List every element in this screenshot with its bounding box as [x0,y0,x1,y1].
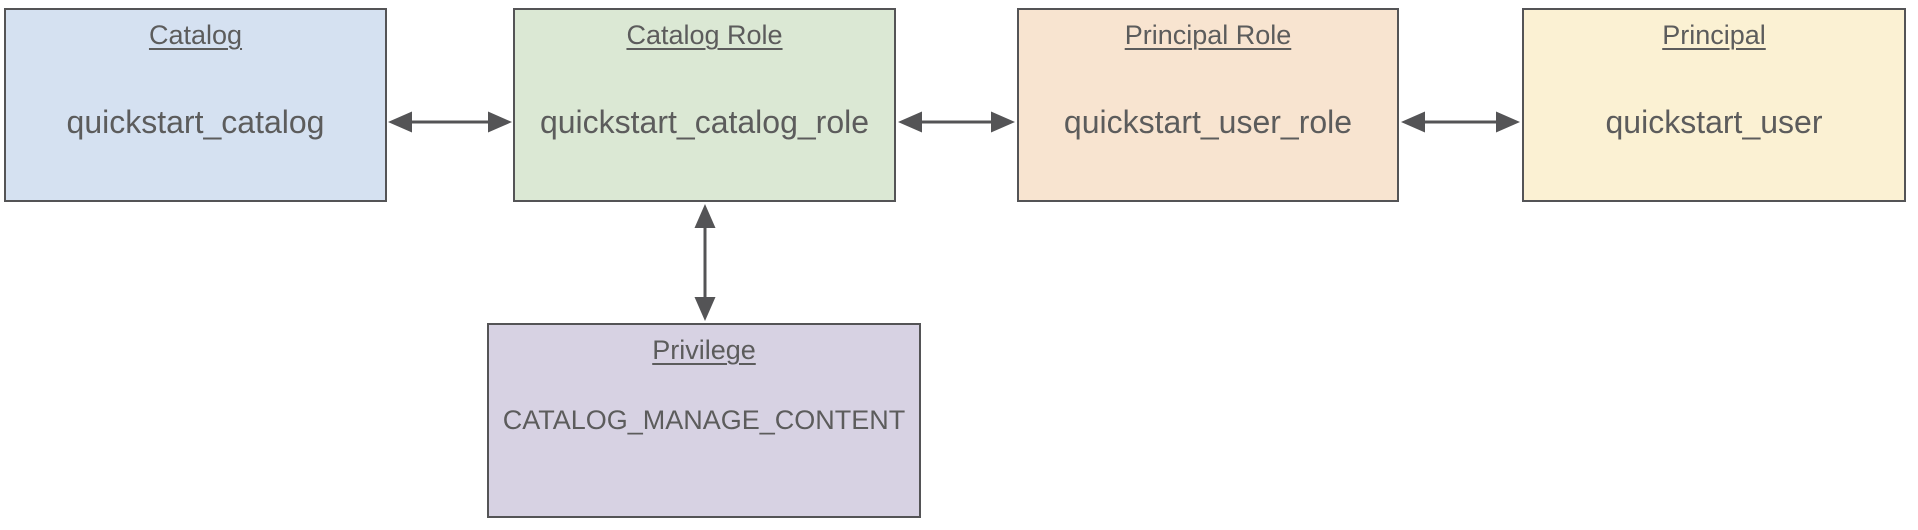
catalog-role-title: Catalog Role [626,20,783,50]
arrowhead-right [991,111,1015,133]
arrowhead-left [388,111,412,133]
node-principal-role: Principal Role quickstart_user_role [1017,8,1399,202]
arrowhead-up [694,204,716,228]
connector-catalog-role-principal-role [898,111,1015,133]
connector-catalog-catalog-role [388,111,512,133]
principal-role-value: quickstart_user_role [1063,104,1353,140]
node-catalog-role: Catalog Role quickstart_catalog_role [513,8,896,202]
principal-value: quickstart_user [1605,104,1823,140]
arrowhead-left [1401,111,1425,133]
privilege-value: CATALOG_MANAGE_CONTENT [502,405,906,435]
arrowhead-down [694,297,716,321]
connector-principal-role-principal [1401,111,1520,133]
arrowhead-right [488,111,512,133]
connector-catalog-role-privilege [694,204,716,321]
node-principal: Principal quickstart_user [1522,8,1906,202]
privilege-title: Privilege [652,335,756,365]
principal-role-title: Principal Role [1124,20,1292,50]
arrowhead-right [1496,111,1520,133]
node-privilege: Privilege CATALOG_MANAGE_CONTENT [487,323,921,518]
principal-title: Principal [1662,20,1766,50]
catalog-value: quickstart_catalog [66,104,325,140]
catalog-title: Catalog [148,20,243,50]
catalog-role-value: quickstart_catalog_role [539,104,870,140]
arrowhead-left [898,111,922,133]
node-catalog: Catalog quickstart_catalog [4,8,387,202]
